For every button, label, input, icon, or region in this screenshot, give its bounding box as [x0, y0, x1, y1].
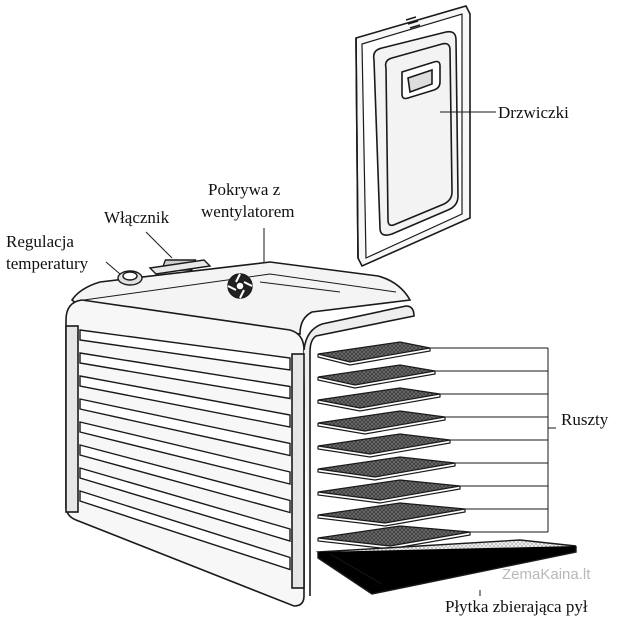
control-panel [117, 259, 341, 299]
label-lid-line2: wentylatorem [201, 202, 295, 221]
rack-rim [317, 348, 431, 366]
rack-rim [317, 463, 456, 481]
front-slot [79, 421, 291, 485]
label-lid-line1: Pokrywa z [208, 180, 281, 199]
rack-rim [317, 417, 446, 435]
rack [317, 341, 431, 363]
rack [317, 456, 456, 478]
front-slot [79, 444, 291, 514]
door [355, 5, 471, 268]
rack-rim [317, 394, 441, 412]
label-temp-line1: Regulacja [6, 232, 74, 251]
rack [317, 433, 451, 455]
front-slot [79, 329, 291, 371]
rack [317, 410, 446, 432]
rack-rim [317, 371, 436, 389]
front-slot [79, 467, 291, 542]
watermark: ZemaKaina.lt [502, 566, 591, 583]
label-tray: Płytka zbierająca pył [445, 597, 588, 616]
rack [317, 502, 466, 524]
rack-rim [317, 486, 461, 504]
label-temp-line2: temperatury [6, 254, 89, 273]
front-slot [79, 352, 291, 400]
label-racks: Ruszty [561, 410, 609, 429]
rack [317, 479, 461, 501]
front-slot [79, 398, 291, 457]
label-door: Drzwiczki [498, 103, 569, 122]
drip-tray [315, 539, 577, 595]
rack-rim [317, 509, 466, 527]
front-slots [79, 329, 291, 571]
label-switch: Włącznik [104, 208, 170, 227]
rack-rim [317, 440, 451, 458]
front-slot [79, 375, 291, 428]
rack [317, 364, 436, 386]
rack [317, 387, 441, 409]
fan-icon [227, 273, 253, 299]
racks [317, 341, 471, 550]
front-slot [79, 490, 291, 571]
leader-lines [105, 111, 556, 596]
